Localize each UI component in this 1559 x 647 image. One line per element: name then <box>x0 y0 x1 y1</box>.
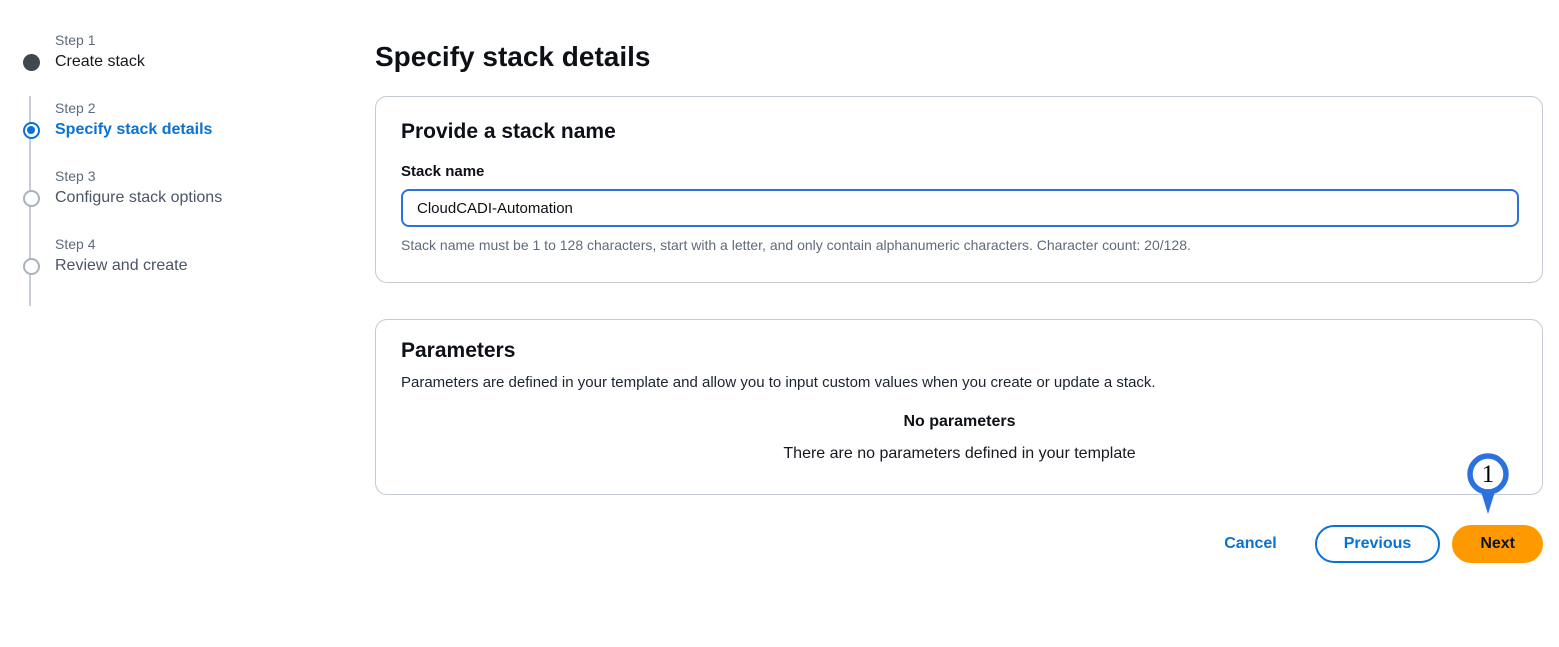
wizard-steps-nav: Step 1 Create stack Step 2 Specify stack… <box>22 30 342 306</box>
cancel-button[interactable]: Cancel <box>1224 535 1277 552</box>
no-parameters-message: There are no parameters defined in your … <box>783 445 1136 462</box>
stack-name-card-heading: Provide a stack name <box>401 120 616 143</box>
step-item-create-stack[interactable]: Step 1 Create stack <box>22 30 342 74</box>
no-parameters-title: No parameters <box>903 413 1016 430</box>
stack-name-input[interactable] <box>401 189 1519 227</box>
step-completed-icon <box>22 53 40 71</box>
step-upcoming-icon <box>22 257 40 275</box>
stack-name-field-label: Stack name <box>401 163 485 180</box>
step-title: Review and create <box>55 257 188 274</box>
page-title: Specify stack details <box>375 41 651 72</box>
step-number-label: Step 2 <box>55 100 96 116</box>
step-number-label: Step 3 <box>55 168 96 184</box>
parameters-empty-state: No parameters There are no parameters de… <box>401 412 1518 464</box>
provide-stack-name-card: Provide a stack name Stack name Stack na… <box>375 96 1543 283</box>
step-title: Specify stack details <box>55 121 213 138</box>
next-button[interactable]: Next <box>1452 525 1543 563</box>
step-upcoming-icon <box>22 189 40 207</box>
main-content: Specify stack details Provide a stack na… <box>375 40 1543 563</box>
stack-name-constraint-text: Stack name must be 1 to 128 characters, … <box>401 237 1191 253</box>
parameters-card: Parameters Parameters are defined in you… <box>375 319 1543 495</box>
previous-button[interactable]: Previous <box>1314 525 1441 563</box>
step-item-review-and-create[interactable]: Step 4 Review and create <box>22 234 342 278</box>
step-number-label: Step 1 <box>55 32 96 48</box>
step-title: Create stack <box>55 53 145 70</box>
parameters-card-heading: Parameters <box>401 339 516 362</box>
wizard-footer-actions: Cancel Previous Next <box>375 525 1543 563</box>
step-item-specify-stack-details[interactable]: Step 2 Specify stack details <box>22 98 342 142</box>
step-number-label: Step 4 <box>55 236 96 252</box>
step-item-configure-stack-options[interactable]: Step 3 Configure stack options <box>22 166 342 210</box>
step-current-radio-icon <box>22 121 40 139</box>
step-title: Configure stack options <box>55 189 223 206</box>
parameters-description: Parameters are defined in your template … <box>401 374 1156 391</box>
